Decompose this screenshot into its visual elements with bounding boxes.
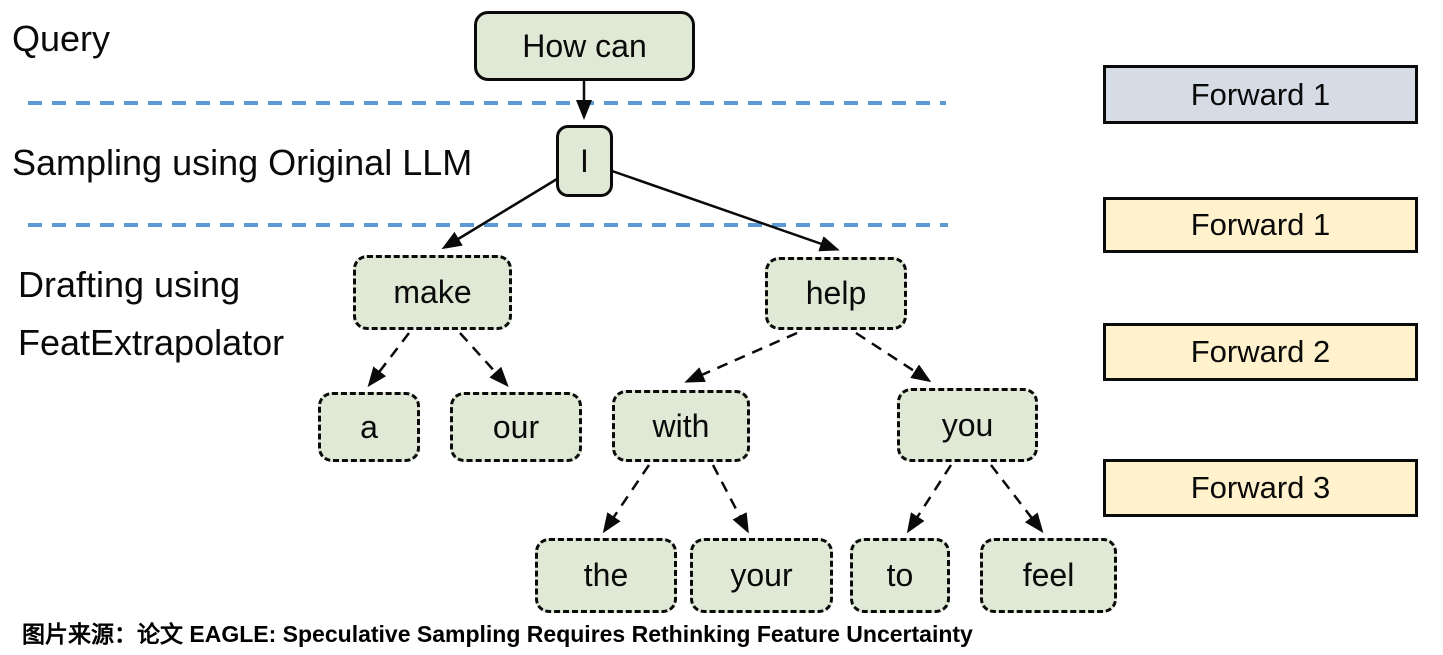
- edge-i-to-help: [611, 169, 840, 252]
- tree-node-help: help: [765, 257, 907, 330]
- edge-help-to-you: [855, 331, 932, 383]
- edge-with-to-the: [602, 464, 651, 534]
- tree-node-make: make: [353, 255, 512, 330]
- forward-badge-1-draft: Forward 1: [1103, 197, 1418, 253]
- edge-with-to-your: [711, 464, 749, 534]
- edge-make-to-our: [459, 332, 509, 387]
- tree-node-how-can: How can: [474, 11, 695, 81]
- tree-node-to: to: [850, 538, 950, 613]
- edge-make-to-a: [367, 332, 410, 388]
- tree-node-i: I: [556, 125, 613, 197]
- stage-label-drafting-line2: FeatExtrapolator: [18, 322, 285, 363]
- forward-badge-3-draft: Forward 3: [1103, 459, 1418, 517]
- tree-node-our: our: [450, 392, 582, 462]
- edge-help-to-with: [684, 331, 798, 383]
- stage-label-sampling: Sampling using Original LLM: [12, 142, 473, 183]
- forward-badge-1-target: Forward 1: [1103, 65, 1418, 124]
- tree-node-a: a: [318, 392, 420, 462]
- edge-you-to-to: [906, 464, 953, 534]
- stage-label-query: Query: [12, 18, 111, 59]
- tree-node-your: your: [690, 538, 833, 613]
- edge-i-to-make: [441, 177, 558, 250]
- stage-label-drafting-line1: Drafting using: [18, 264, 241, 305]
- tree-node-you: you: [897, 388, 1038, 462]
- tree-node-the: the: [535, 538, 677, 613]
- forward-badge-2-draft: Forward 2: [1103, 323, 1418, 381]
- tree-node-with: with: [612, 390, 750, 462]
- image-source-caption: 图片来源：论文 EAGLE: Speculative Sampling Requ…: [22, 621, 973, 647]
- tree-node-feel: feel: [980, 538, 1117, 613]
- edge-you-to-feel: [990, 464, 1044, 534]
